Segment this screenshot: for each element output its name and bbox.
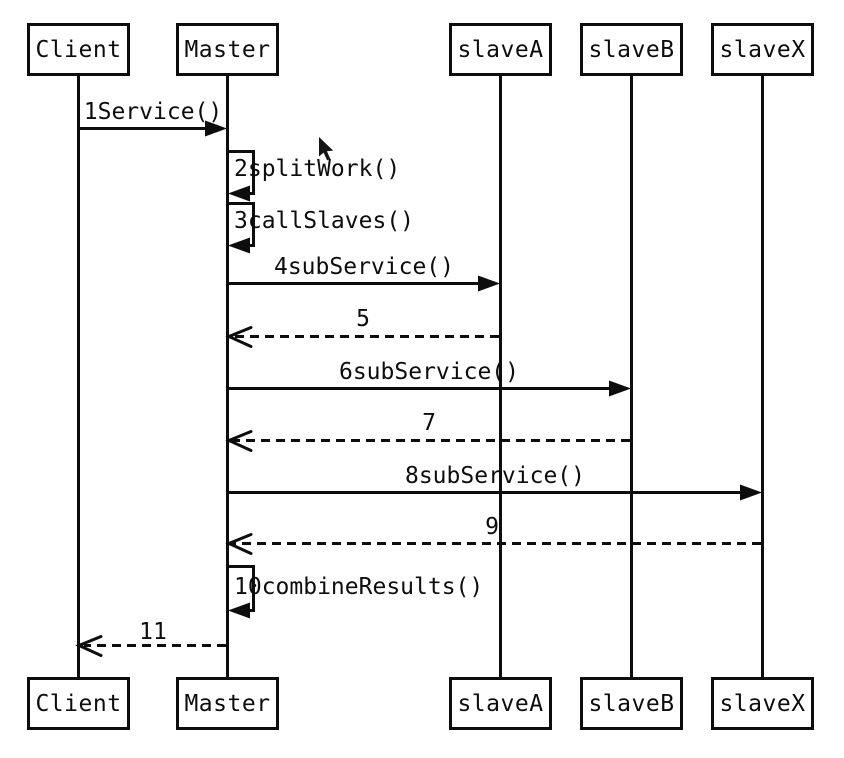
- message-label-7: 7: [422, 410, 436, 436]
- message-label-3: 3callSlaves(): [234, 208, 415, 234]
- message-arrow-3-selfloop: [229, 202, 255, 247]
- actor-box-master-bottom: Master: [176, 677, 279, 730]
- actor-label-slaveA-bottom: slaveA: [457, 690, 544, 717]
- message-arrow-1-head: [205, 120, 227, 137]
- actor-box-slaveX-top: slaveX: [711, 23, 814, 76]
- message-arrow-9-head: [225, 533, 253, 555]
- actor-label-slaveB-top: slaveB: [588, 36, 675, 63]
- message-arrow-11-head: [75, 635, 103, 657]
- actor-label-master-bottom: Master: [184, 690, 271, 717]
- actor-label-slaveB-bottom: slaveB: [588, 690, 675, 717]
- mouse-cursor-icon: [319, 137, 334, 161]
- message-arrow-5-head: [225, 326, 253, 348]
- actor-label-slaveA-top: slaveA: [457, 36, 544, 63]
- actor-label-client-bottom: Client: [35, 690, 122, 717]
- message-label-1: 1Service(): [83, 99, 223, 125]
- message-label-5: 5: [356, 306, 370, 332]
- actor-box-slaveX-bottom: slaveX: [711, 677, 814, 730]
- message-arrow-10-selfloop: [229, 565, 255, 612]
- message-arrow-2-head: [228, 185, 250, 202]
- actor-label-slaveX-top: slaveX: [719, 36, 806, 63]
- message-label-6: 6subService(): [338, 359, 520, 385]
- actor-label-slaveX-bottom: slaveX: [719, 690, 806, 717]
- actor-box-client-top: Client: [27, 23, 130, 76]
- actor-box-slaveB-top: slaveB: [580, 23, 683, 76]
- message-arrow-8-head: [740, 484, 762, 501]
- message-label-2: 2splitWork(): [234, 156, 401, 182]
- message-arrow-4-head: [478, 275, 500, 292]
- message-label-8: 8subService(): [404, 463, 586, 489]
- message-arrow-10-head: [228, 602, 250, 619]
- message-label-11: 11: [139, 619, 167, 645]
- message-label-4: 4subService(): [273, 254, 455, 280]
- actor-label-client-top: Client: [35, 36, 122, 63]
- message-label-9: 9: [485, 514, 499, 540]
- actor-box-slaveA-top: slaveA: [449, 23, 552, 76]
- message-arrow-2-selfloop: [229, 150, 255, 195]
- message-arrow-7-head: [225, 430, 253, 452]
- message-label-10: 10combineResults(): [234, 574, 484, 600]
- actor-box-client-bottom: Client: [27, 677, 130, 730]
- actor-box-slaveA-bottom: slaveA: [449, 677, 552, 730]
- message-arrow-6-head: [609, 380, 631, 397]
- actor-box-master-top: Master: [176, 23, 279, 76]
- actor-label-master-top: Master: [184, 36, 271, 63]
- message-arrow-3-head: [228, 237, 250, 254]
- actor-box-slaveB-bottom: slaveB: [580, 677, 683, 730]
